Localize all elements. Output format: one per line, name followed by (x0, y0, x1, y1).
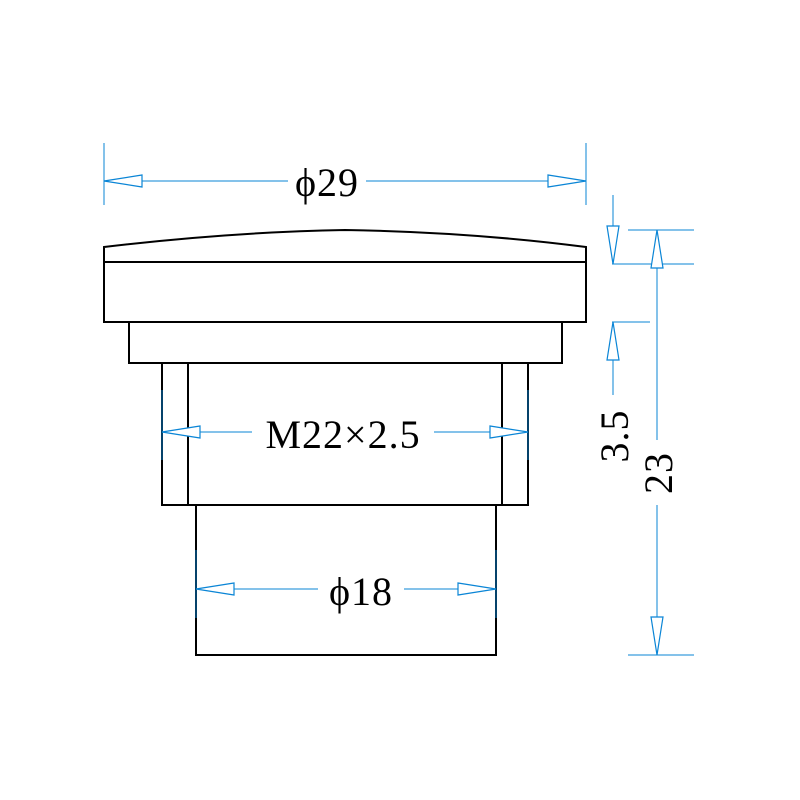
arrowhead (161, 425, 201, 439)
arrowhead (606, 321, 620, 361)
dim-cap-height (606, 195, 694, 395)
arrowhead (103, 174, 143, 188)
cap-height-label: 3.5 (592, 410, 637, 463)
arrowhead (547, 174, 587, 188)
top-diameter-label: ϕ29 (295, 160, 359, 205)
arrowhead (606, 225, 620, 265)
dim-bottom-diameter (195, 550, 497, 618)
arrowhead (489, 425, 529, 439)
cap-body (103, 261, 587, 323)
dim-total-height (628, 229, 694, 656)
total-height-label: 23 (636, 452, 681, 494)
cap-dome (103, 228, 587, 263)
arrowhead (195, 582, 235, 596)
bottom-diameter-label: ϕ18 (329, 569, 393, 614)
thread-label: M22×2.5 (265, 412, 420, 457)
collar (128, 321, 563, 364)
arrowhead (457, 582, 497, 596)
arrowhead (650, 616, 664, 656)
dim-thread (161, 390, 529, 460)
arrowhead (650, 229, 664, 269)
dim-top-diameter (103, 143, 587, 205)
